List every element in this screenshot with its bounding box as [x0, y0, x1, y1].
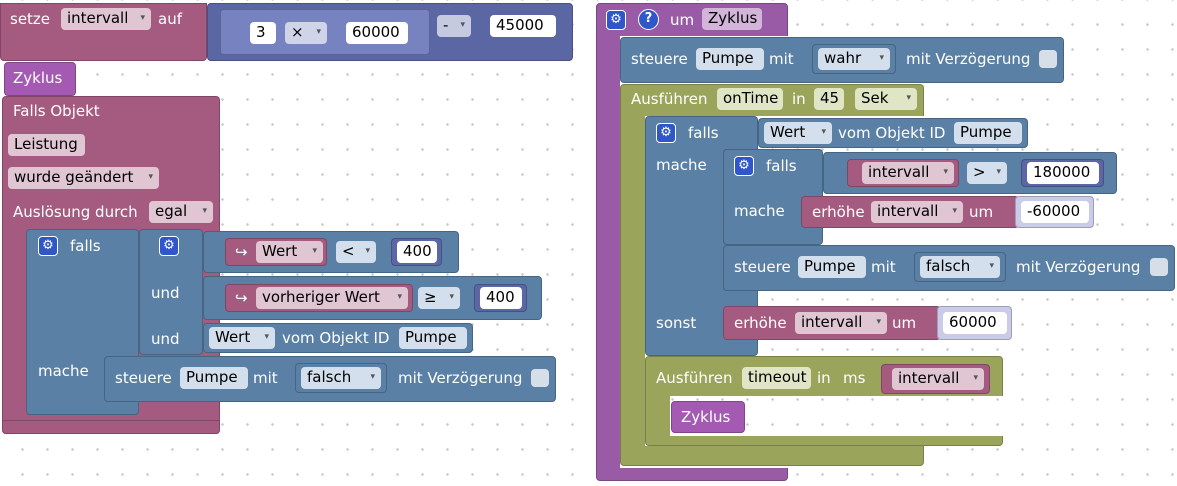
timeout-variable-field[interactable]: timeout — [742, 367, 811, 389]
arrow-icon: ↪ — [235, 243, 248, 261]
condition-dropdown[interactable]: wurde geändert▾ — [8, 167, 159, 189]
operator-dropdown[interactable]: -▾ — [437, 15, 471, 37]
operator-dropdown[interactable]: ≥▾ — [418, 287, 460, 309]
boolean-dropdown[interactable]: falsch▾ — [301, 367, 381, 389]
gear-icon[interactable]: ⚙ — [606, 10, 626, 30]
function-to-label: um — [670, 11, 695, 29]
number-field[interactable]: 45000 — [490, 15, 556, 37]
execute-label: Ausführen — [631, 90, 708, 108]
trigger-title: Falls Objekt — [13, 102, 100, 120]
increment-keyword: erhöhe — [812, 203, 865, 221]
function-call-block[interactable] — [671, 401, 745, 433]
and-label: und — [151, 284, 180, 302]
gear-icon[interactable]: ⚙ — [734, 156, 754, 176]
number-field[interactable]: 180000 — [1027, 162, 1099, 184]
by-label: um — [969, 203, 994, 221]
delay-checkbox[interactable] — [531, 369, 549, 387]
number-field[interactable]: -60000 — [1021, 201, 1089, 223]
help-icon[interactable]: ? — [638, 9, 659, 30]
interval-dropdown[interactable]: intervall▾ — [871, 201, 963, 223]
increment-keyword: erhöhe — [734, 314, 787, 332]
interval-dropdown[interactable]: intervall▾ — [795, 312, 887, 334]
control-keyword: steuere — [734, 258, 791, 276]
with-label: mit — [253, 369, 278, 387]
in-label: in — [792, 90, 806, 108]
delay-checkbox[interactable] — [1039, 50, 1057, 68]
trigger-by-label: Auslösung durch — [13, 203, 138, 221]
function-call-label: Zyklus — [13, 69, 63, 87]
delay-checkbox[interactable] — [1150, 258, 1168, 276]
else-label: sonst — [656, 314, 697, 332]
if-label: falls — [688, 124, 719, 142]
trigger-by-dropdown[interactable]: egal▾ — [149, 201, 213, 223]
object-id-field[interactable]: Pumpe — [954, 122, 1022, 144]
control-keyword: steuere — [115, 369, 172, 387]
trigger-footer — [2, 420, 220, 434]
do-label: mache — [656, 156, 707, 174]
function-name-field[interactable]: Zyklus — [702, 8, 762, 30]
do-label: mache — [38, 362, 89, 380]
delay-label: mit Verzögerung — [906, 50, 1031, 68]
number-field[interactable]: 400 — [397, 241, 437, 263]
operator-dropdown[interactable]: >▾ — [967, 162, 1007, 184]
control-object-field[interactable]: Pumpe — [180, 367, 248, 389]
number-field[interactable]: 400 — [480, 287, 522, 309]
object-value-dropdown[interactable]: Wert▾ — [764, 122, 832, 144]
with-label: mit — [871, 258, 896, 276]
if-label: falls — [766, 157, 797, 175]
interval-dropdown[interactable]: intervall▾ — [892, 368, 984, 390]
delay-label: mit Verzögerung — [398, 369, 523, 387]
to-keyword: auf — [158, 10, 182, 28]
gear-icon[interactable]: ⚙ — [159, 236, 179, 256]
unit-label: ms — [843, 369, 866, 387]
in-label: in — [817, 369, 831, 387]
boolean-dropdown[interactable]: falsch▾ — [920, 256, 1000, 278]
object-id-label: vom Objekt ID — [838, 124, 946, 142]
object-value-dropdown[interactable]: Wert▾ — [209, 327, 275, 349]
interval-dropdown[interactable]: intervall▾ — [862, 162, 954, 184]
function-call-label: Zyklus — [681, 408, 731, 426]
number-field[interactable]: 60000 — [346, 22, 408, 44]
ontime-number-field[interactable]: 45 — [814, 88, 844, 110]
if-label: falls — [70, 237, 101, 255]
with-label: mit — [769, 50, 794, 68]
object-id-label: vom Objekt ID — [282, 329, 390, 347]
delay-label: mit Verzögerung — [1016, 258, 1141, 276]
variable-dropdown[interactable]: intervall▾ — [61, 8, 151, 30]
and-label: und — [151, 330, 180, 348]
gear-icon[interactable]: ⚙ — [38, 236, 58, 256]
object-id-field[interactable]: Pumpe — [399, 327, 467, 349]
by-label: um — [892, 314, 917, 332]
execute-label: Ausführen — [656, 369, 733, 387]
boolean-dropdown[interactable]: wahr▾ — [818, 48, 890, 70]
number-field[interactable]: 60000 — [943, 312, 1007, 334]
set-keyword: setze — [10, 10, 51, 28]
number-field[interactable]: 3 — [250, 22, 276, 44]
control-object-field[interactable]: Pumpe — [798, 256, 866, 278]
arrow-icon: ↪ — [235, 289, 248, 307]
ontime-variable-field[interactable]: onTime — [717, 88, 783, 110]
operator-dropdown[interactable]: <▾ — [336, 241, 376, 263]
gear-icon[interactable]: ⚙ — [656, 123, 676, 143]
ontime-unit-dropdown[interactable]: Sek▾ — [855, 88, 917, 110]
control-keyword: steuere — [631, 50, 688, 68]
object-field[interactable]: Leistung — [8, 134, 85, 156]
do-label: mache — [734, 202, 785, 220]
previous-value-dropdown[interactable]: vorheriger Wert▾ — [256, 287, 408, 309]
value-dropdown[interactable]: Wert▾ — [256, 241, 323, 263]
operator-dropdown[interactable]: ×▾ — [285, 22, 327, 44]
control-object-field[interactable]: Pumpe — [696, 48, 764, 70]
function-call-block[interactable] — [4, 62, 76, 96]
